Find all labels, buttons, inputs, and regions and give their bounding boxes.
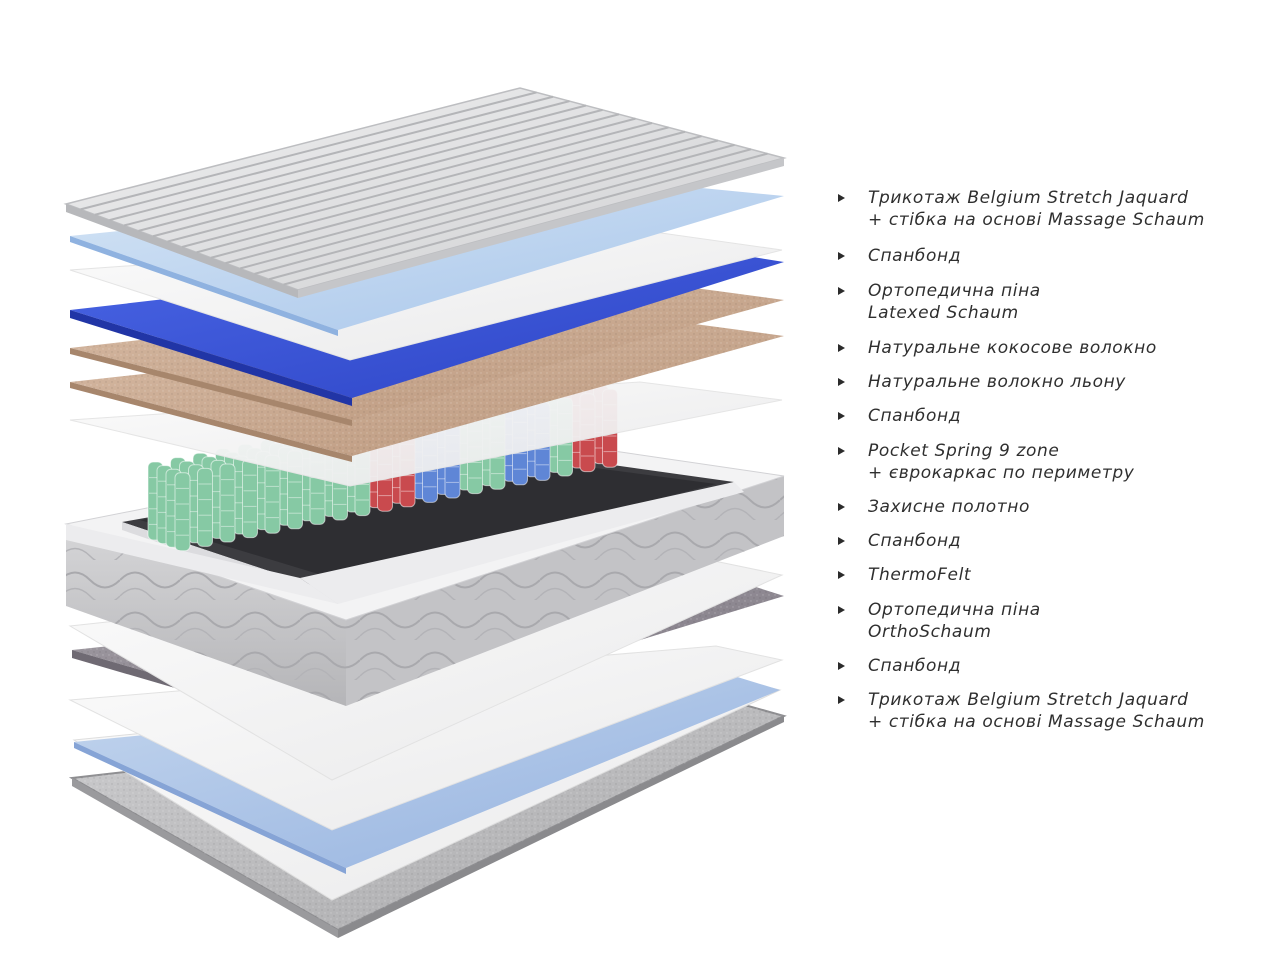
triangle-bullet-icon [838,696,845,704]
legend-label-line: Натуральне кокосове волокно [868,338,1157,358]
top-knit-quilted-layer [63,87,787,298]
quilt-stitch-line [239,139,719,270]
legend-label: Натуральне волокно льону [868,371,1126,393]
legend-label: Натуральне кокосове волокно [868,337,1157,359]
triangle-bullet-icon [838,344,845,352]
legend-label-line: Спанбонд [868,246,962,266]
pocket-spring [197,467,213,547]
legend-label-line: + єврокаркас по периметру [868,463,1135,483]
legend-label-line: ThermoFelt [868,565,972,585]
pocket-spring [242,459,258,539]
legend-label: ThermoFelt [868,564,971,586]
triangle-bullet-icon [838,662,845,670]
legend-label-line: Ортопедична піна [868,600,1041,620]
pocket-spring [219,463,236,543]
legend-label: Pocket Spring 9 zone+ єврокаркас по пери… [868,440,1134,484]
legend-label: Трикотаж Belgium Stretch Jaquard+ стібка… [868,187,1205,231]
pocket-spring [174,472,191,552]
quilt-stitch-line [138,108,603,232]
quilt-stitch-line [123,104,587,227]
quilt-stitch-line [181,122,653,248]
legend-label: Трикотаж Belgium Stretch Jaquard+ стібка… [868,689,1205,733]
triangle-bullet-icon [838,287,845,295]
triangle-bullet-icon [838,412,845,420]
legend-label: Спанбонд [868,655,961,677]
legend-label-line: Latexed Schaum [868,303,1019,323]
quilt-stitch-line [196,126,669,254]
legend-label-line: Спанбонд [868,531,962,551]
legend-label: Захисне полотно [868,496,1030,518]
legend-label: Спанбонд [868,530,961,552]
quilt-stitch-lines [80,91,768,286]
quilt-stitch-line [283,152,768,286]
triangle-bullet-icon [838,606,845,614]
quilt-stitch-line [167,117,636,243]
legend-label-line: + стібка на основі Massage Schaum [868,210,1205,230]
triangle-bullet-icon [838,447,845,455]
legend-label-line: Pocket Spring 9 zone [868,441,1060,461]
mattress-layers-illustration [63,87,787,938]
legend-label-line: Захисне полотно [868,497,1030,517]
quilt-stitch-line [268,148,752,281]
triangle-bullet-icon [838,503,845,511]
triangle-bullet-icon [838,537,845,545]
quilt-stitch-line [94,95,554,216]
legend-label-line: + стібка на основі Massage Schaum [868,712,1205,732]
quilt-stitch-line [225,135,702,265]
legend-label-line: OrthoSchaum [868,622,992,642]
legend-label-line: Спанбонд [868,406,962,426]
legend-label-line: Спанбонд [868,656,962,676]
triangle-bullet-icon [838,571,845,579]
legend-label-line: Трикотаж Belgium Stretch Jaquard [868,690,1189,710]
triangle-bullet-icon [838,252,845,260]
triangle-bullet-icon [838,194,845,202]
triangle-bullet-icon [838,378,845,386]
legend-label: Спанбонд [868,245,961,267]
quilt-stitch-line [254,143,735,275]
legend-label-line: Трикотаж Belgium Stretch Jaquard [868,188,1189,208]
legend-label-line: Натуральне волокно льону [868,372,1126,392]
quilt-stitch-line [152,113,620,238]
quilt-stitch-line [80,91,537,211]
legend-label-line: Ортопедична піна [868,281,1041,301]
legend-label: Спанбонд [868,405,961,427]
quilt-stitch-line [109,100,570,222]
quilt-stitch-line [210,130,686,259]
